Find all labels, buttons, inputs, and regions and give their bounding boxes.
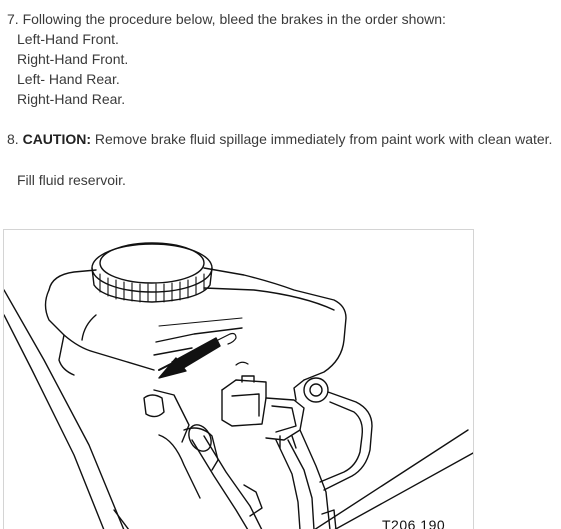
bleed-order-item-1: Left-Hand Front. (17, 31, 119, 47)
caution-text: Remove brake fluid spillage immediately … (91, 131, 553, 147)
step-8-text: 8. CAUTION: Remove brake fluid spillage … (7, 129, 552, 149)
figure-label: T206 190 (382, 517, 446, 529)
step-8-number: 8. (7, 131, 23, 147)
fill-reservoir-text: Fill fluid reservoir. (17, 172, 126, 188)
bleed-order-item-2: Right-Hand Front. (17, 51, 129, 67)
step-7-text: 7. Following the procedure below, bleed … (7, 11, 446, 27)
bleed-order-item-4: Right-Hand Rear. (17, 91, 126, 107)
bleed-order-item-3: Left- Hand Rear. (17, 71, 120, 87)
brake-reservoir-illustration (4, 242, 473, 529)
brake-reservoir-figure: T206 190 (3, 229, 474, 529)
caution-label: CAUTION: (22, 131, 92, 147)
